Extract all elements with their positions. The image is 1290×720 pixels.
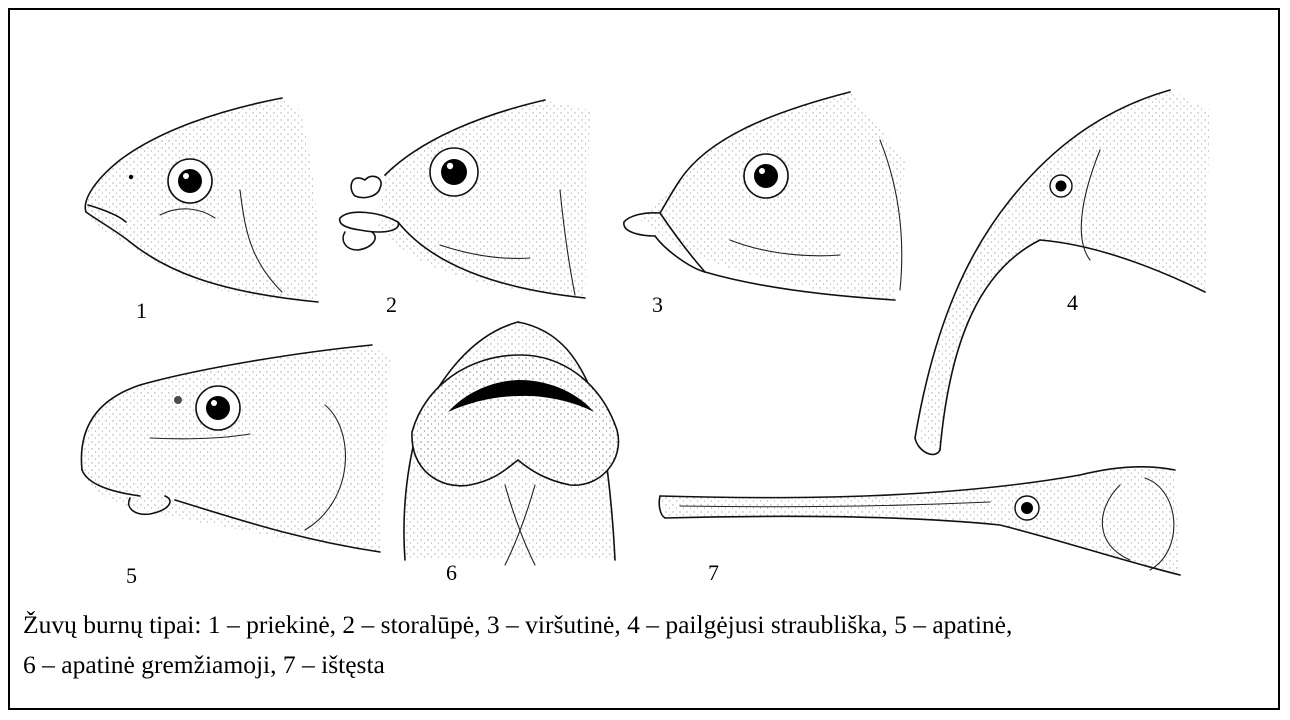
figure-label-5: 5 (126, 563, 137, 588)
figure-caption: Žuvų burnų tipai: 1 – priekinė, 2 – stor… (23, 605, 1268, 685)
figure-label-4: 4 (1067, 290, 1078, 315)
fish-head-2 (340, 100, 590, 298)
fish-head-6 (404, 322, 619, 565)
figure-label-3: 3 (652, 292, 663, 317)
fish-head-1 (85, 98, 318, 302)
caption-line-1: Žuvų burnų tipai: 1 – priekinė, 2 – stor… (23, 605, 1268, 645)
fish-head-3 (624, 92, 905, 300)
figure-label-1: 1 (136, 298, 147, 323)
fish-head-7 (659, 467, 1180, 575)
figure-label-6: 6 (446, 560, 457, 585)
figure-label-7: 7 (708, 560, 719, 585)
fish-mouth-illustration: 1 2 3 4 5 6 7 (0, 0, 1290, 600)
fish-head-5 (81, 345, 390, 552)
figure-label-2: 2 (386, 292, 397, 317)
caption-line-2: 6 – apatinė gremžiamoji, 7 – ištęsta (23, 645, 1268, 685)
fish-head-4 (915, 90, 1210, 454)
